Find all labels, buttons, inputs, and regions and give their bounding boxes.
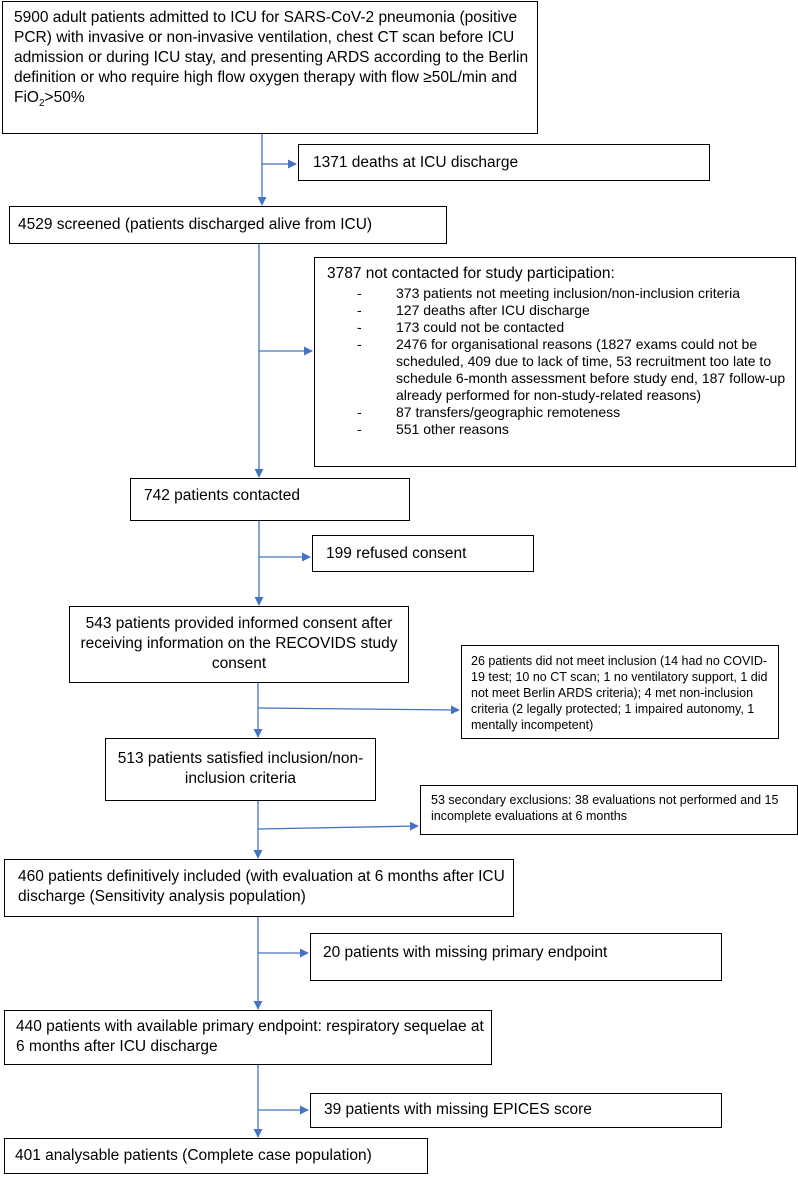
admitted-patients-box: 5900 adult patients admitted to ICU for … — [2, 1, 538, 134]
fio2-subscript: 2 — [38, 98, 45, 110]
screened-text: 4529 screened (patients discharged alive… — [18, 216, 373, 233]
missing-epices-box: 39 patients with missing EPICES score — [310, 1093, 722, 1128]
secondary-exclusions-text: 53 secondary exclusions: 38 evaluations … — [431, 793, 779, 823]
satisfied-text: 513 patients satisfied inclusion/non-inc… — [117, 750, 364, 787]
analysable-text: 401 analysable patients (Complete case p… — [15, 1147, 372, 1164]
not-meet-inclusion-box: 26 patients did not meet inclusion (14 h… — [461, 645, 779, 739]
refused-box: 199 refused consent — [312, 535, 534, 572]
secondary-exclusions-box: 53 secondary exclusions: 38 evaluations … — [420, 785, 798, 835]
reason-item: 2476 for organisational reasons (1827 ex… — [327, 336, 791, 404]
contacted-box: 742 patients contacted — [130, 478, 410, 521]
arrow-to-not-meet — [257, 705, 460, 715]
arrow-to-secondary-exclusions — [257, 821, 419, 831]
satisfied-box: 513 patients satisfied inclusion/non-inc… — [105, 738, 376, 801]
available-primary-text: 440 patients with available primary endp… — [16, 1018, 484, 1055]
admitted-patients-text-end: >50% — [44, 89, 85, 106]
not-contacted-title: 3787 not contacted for study participati… — [327, 265, 615, 282]
missing-primary-text: 20 patients with missing primary endpoin… — [323, 944, 608, 961]
missing-epices-text: 39 patients with missing EPICES score — [324, 1101, 592, 1118]
refused-text: 199 refused consent — [326, 545, 467, 562]
reason-item: 373 patients not meeting inclusion/non-i… — [327, 285, 791, 302]
consented-text: 543 patients provided informed consent a… — [80, 615, 398, 672]
screened-box: 4529 screened (patients discharged alive… — [9, 206, 447, 244]
reason-item: 87 transfers/geographic remoteness — [327, 404, 791, 421]
consented-box: 543 patients provided informed consent a… — [69, 606, 409, 683]
reason-item: 127 deaths after ICU discharge — [327, 302, 791, 319]
analysable-box: 401 analysable patients (Complete case p… — [4, 1138, 428, 1174]
deaths-icu-box: 1371 deaths at ICU discharge — [298, 144, 710, 181]
contacted-text: 742 patients contacted — [144, 487, 300, 504]
reason-item: 173 could not be contacted — [327, 319, 791, 336]
definitive-included-box: 460 patients definitively included (with… — [4, 859, 514, 917]
missing-primary-box: 20 patients with missing primary endpoin… — [310, 933, 722, 981]
definitive-included-text: 460 patients definitively included (with… — [18, 868, 505, 905]
not-meet-inclusion-text: 26 patients did not meet inclusion (14 h… — [471, 654, 768, 732]
admitted-patients-text: 5900 adult patients admitted to ICU for … — [14, 9, 529, 106]
deaths-icu-text: 1371 deaths at ICU discharge — [313, 154, 519, 171]
not-contacted-reasons: 373 patients not meeting inclusion/non-i… — [327, 285, 791, 438]
reason-item: 551 other reasons — [327, 421, 791, 438]
available-primary-box: 440 patients with available primary endp… — [4, 1010, 492, 1065]
not-contacted-box: 3787 not contacted for study participati… — [314, 257, 796, 467]
